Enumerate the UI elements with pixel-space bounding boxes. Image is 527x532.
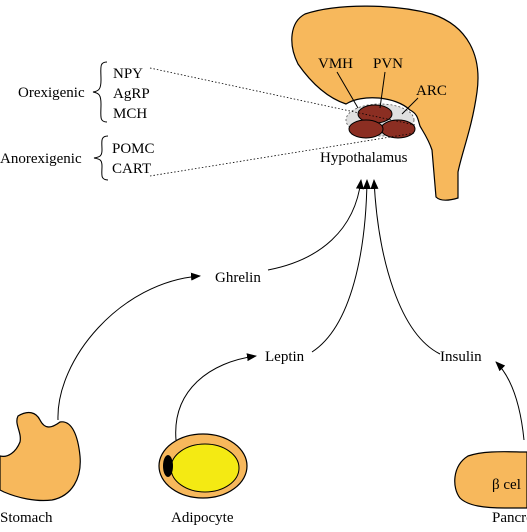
arc-nucleus	[348, 119, 384, 139]
npy-label: NPY	[113, 66, 143, 82]
adipocyte-nucleus	[163, 455, 173, 477]
anorexigenic-connector	[149, 132, 416, 177]
brain-shape	[291, 5, 479, 201]
pancreas-shape	[454, 451, 527, 509]
orexigenic-brace	[92, 61, 108, 123]
vmh-leader	[336, 71, 359, 109]
orexigenic-label: Orexigenic	[18, 85, 85, 101]
pancreas-to-insulin-arrow	[495, 361, 525, 441]
ghrelin-label: Ghrelin	[215, 270, 261, 286]
cart-label: CART	[112, 161, 151, 177]
pvn-leader	[379, 71, 386, 109]
leptin-label: Leptin	[265, 349, 305, 365]
pvn-nucleus	[380, 119, 416, 139]
stomach-to-ghrelin-arrow	[57, 272, 201, 421]
hypothalamus-label: Hypothalamus	[320, 150, 408, 166]
insulin-to-hypothalamus-arrow	[370, 179, 441, 355]
adipocyte-to-leptin-arrow	[175, 353, 257, 441]
leptin-to-hypothalamus-arrow	[311, 179, 371, 353]
arc-label: ARC	[416, 83, 447, 99]
agrp-label: AgRP	[113, 86, 150, 102]
ghrelin-to-hypothalamus-arrow	[267, 179, 364, 271]
pvn-label: PVN	[373, 56, 403, 72]
anorexigenic-label: Anorexigenic	[0, 151, 82, 167]
stomach-shape	[0, 411, 81, 502]
stomach-label: Stomach	[0, 510, 53, 526]
insulin-label: Insulin	[440, 349, 482, 365]
arc-leader	[401, 97, 419, 115]
adipocyte-label: Adipocyte	[171, 510, 234, 526]
pancreas-label: Pancre	[492, 510, 527, 526]
adipocyte-lipid-droplet	[170, 443, 240, 493]
beta-cell-label: β cel	[492, 477, 521, 493]
pomc-label: POMC	[112, 141, 155, 157]
mch-label: MCH	[113, 106, 147, 122]
anorexigenic-brace	[93, 135, 109, 181]
vmh-label: VMH	[318, 56, 353, 72]
